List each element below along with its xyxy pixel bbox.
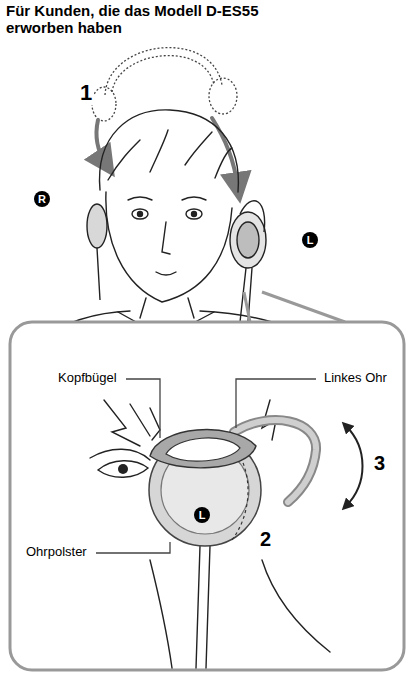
step-number: 1 (78, 80, 94, 105)
side-marker: L (194, 507, 210, 523)
side-marker: R (34, 191, 50, 207)
step-number: 2 (258, 528, 273, 551)
part-label: Linkes Ohr (322, 371, 389, 386)
part-label: Ohrpolster (24, 545, 89, 560)
page-title: Für Kunden, die das Modell D-ES55 erworb… (6, 2, 296, 37)
part-label: Kopfbügel (56, 371, 119, 386)
side-marker: L (302, 232, 318, 248)
step-number: 3 (372, 452, 387, 475)
